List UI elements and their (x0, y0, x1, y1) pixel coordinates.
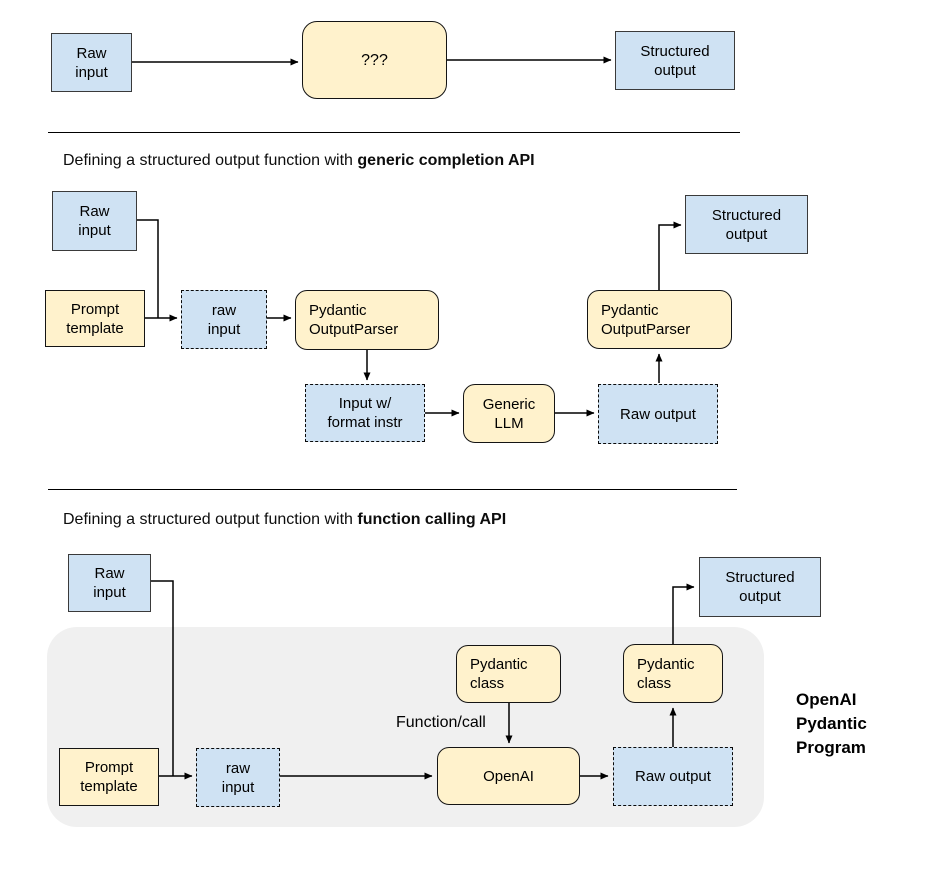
function-raw-output-box: Raw output (613, 747, 733, 806)
function-raw-input-box: Raw input (68, 554, 151, 612)
function-structured-output-box: Structured output (699, 557, 821, 617)
function-heading-text: Defining a structured output function wi… (63, 511, 358, 528)
generic-raw-output-box: Raw output (598, 384, 718, 444)
top-structured-output-box: Structured output (615, 31, 735, 90)
top-mystery-box: ??? (302, 21, 447, 99)
function-pydantic-class-1-box: Pydantic class (456, 645, 561, 703)
generic-pydantic-output-parser-1-box: Pydantic OutputParser (295, 290, 439, 350)
generic-llm-box: Generic LLM (463, 384, 555, 443)
generic-prompt-template-box: Prompt template (45, 290, 145, 347)
top-raw-input-box: Raw input (51, 33, 132, 92)
section-divider-1 (48, 132, 740, 133)
function-prompt-template-box: Prompt template (59, 748, 159, 806)
elbow-function-rawinput-join (151, 580, 174, 776)
elbow-generic-rawinput-join (137, 219, 159, 318)
arrow-generic-parser2-to-structured (658, 221, 682, 290)
function-pydantic-class-2-box: Pydantic class (623, 644, 723, 703)
function-raw-input-value-box: raw input (196, 748, 280, 807)
generic-heading-text: Defining a structured output function wi… (63, 152, 358, 169)
generic-section-heading: Defining a structured output function wi… (63, 151, 535, 171)
function-heading-bold: function calling API (357, 511, 507, 528)
generic-raw-input-value-box: raw input (181, 290, 267, 349)
openai-pydantic-program-label: OpenAI Pydantic Program (796, 690, 867, 757)
function-section-heading: Defining a structured output function wi… (63, 510, 506, 530)
generic-structured-output-box: Structured output (685, 195, 808, 254)
generic-pydantic-output-parser-2-box: Pydantic OutputParser (587, 290, 732, 349)
arrow-function-class2-to-structured (672, 583, 695, 644)
generic-raw-input-box: Raw input (52, 191, 137, 251)
section-divider-2 (48, 489, 737, 490)
generic-heading-bold: generic completion API (357, 152, 535, 169)
function-openai-box: OpenAI (437, 747, 580, 805)
function-call-edge-label: Function/call (396, 714, 486, 731)
generic-input-with-format-box: Input w/ format instr (305, 384, 425, 442)
